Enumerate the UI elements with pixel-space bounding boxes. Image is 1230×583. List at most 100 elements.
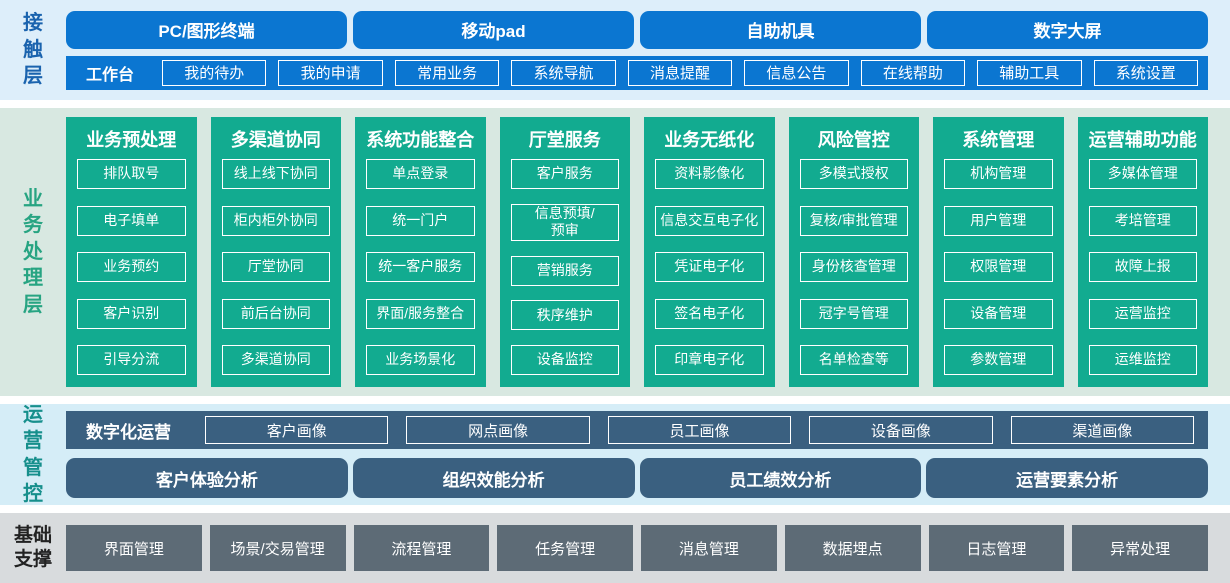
business-item: 签名电子化 <box>655 298 764 329</box>
workbench-item: 系统设置 <box>1093 59 1198 86</box>
business-layer-band: 业务处理层 业务预处理 排队取号 电子填单 业务预约 客户识别 引导分流 多渠道… <box>0 108 1230 396</box>
business-item: 考培管理 <box>1088 205 1197 236</box>
workbench-item: 常用业务 <box>394 59 500 86</box>
business-item: 凭证电子化 <box>655 252 764 282</box>
business-layer-label-col: 业务处理层 <box>0 108 66 396</box>
business-item: 机构管理 <box>944 159 1053 189</box>
operations-band: 运营管控 数字化运营 客户画像 网点画像 员工画像 设备画像 渠道画像 客户体验… <box>0 404 1230 505</box>
terminal-row: PC/图形终端 移动pad 自助机具 数字大屏 <box>66 10 1208 49</box>
business-item: 设备监控 <box>510 345 619 375</box>
terminal-box-bigscreen: 数字大屏 <box>927 10 1208 49</box>
business-layer-label: 业务处理层 <box>23 188 43 316</box>
business-column-title: 运营辅助功能 <box>1088 130 1197 150</box>
business-item: 设备管理 <box>944 298 1053 329</box>
business-item: 排队取号 <box>77 159 186 189</box>
business-item: 多媒体管理 <box>1088 159 1197 189</box>
business-column-ops-aux: 运营辅助功能 多媒体管理 考培管理 故障上报 运营监控 运维监控 <box>1077 117 1208 387</box>
band-divider <box>0 100 1230 108</box>
business-item: 权限管理 <box>944 252 1053 282</box>
business-item: 秩序维护 <box>510 300 619 331</box>
foundation-item-scene-txn-mgmt: 场景/交易管理 <box>209 525 346 571</box>
workbench-item: 我的申请 <box>278 59 383 86</box>
business-item: 故障上报 <box>1088 252 1197 282</box>
business-item: 参数管理 <box>944 345 1053 375</box>
business-item: 客户服务 <box>510 159 619 189</box>
business-column-integration: 系统功能整合 单点登录 统一门户 统一客户服务 界面/服务整合 业务场景化 <box>355 117 486 387</box>
workbench-item: 辅助工具 <box>977 59 1082 86</box>
profile-item-device: 设备画像 <box>809 416 993 444</box>
foundation-items: 界面管理 场景/交易管理 流程管理 任务管理 消息管理 数据埋点 日志管理 异常… <box>66 525 1208 571</box>
business-item: 冠字号管理 <box>799 298 908 329</box>
analysis-box-employee-performance: 员工绩效分析 <box>639 458 922 498</box>
workbench-item: 信息公告 <box>744 59 849 86</box>
foundation-item-process-mgmt: 流程管理 <box>353 525 490 571</box>
foundation-item-exception-handling: 异常处理 <box>1072 525 1208 571</box>
business-item: 信息交互电子化 <box>655 205 764 236</box>
workbench-item: 系统导航 <box>511 59 616 86</box>
business-item: 线上线下协同 <box>221 159 330 189</box>
business-item: 引导分流 <box>77 345 186 375</box>
business-column-hall-service: 厅堂服务 客户服务 信息预填/ 预审 营销服务 秩序维护 设备监控 <box>499 117 630 387</box>
business-column-items: 机构管理 用户管理 权限管理 设备管理 参数管理 <box>941 155 1056 375</box>
band-divider <box>0 396 1230 404</box>
workbench-item: 我的待办 <box>162 59 267 86</box>
business-column-paperless: 业务无纸化 资料影像化 信息交互电子化 凭证电子化 签名电子化 印章电子化 <box>644 117 775 387</box>
foundation-item-task-mgmt: 任务管理 <box>497 525 633 571</box>
digital-ops-bar: 数字化运营 客户画像 网点画像 员工画像 设备画像 渠道画像 <box>66 411 1208 449</box>
business-columns: 业务预处理 排队取号 电子填单 业务预约 客户识别 引导分流 多渠道协同 线上线… <box>66 108 1208 396</box>
business-column-items: 多模式授权 复核/审批管理 身份核查管理 冠字号管理 名单检查等 <box>797 155 912 375</box>
business-column-title: 多渠道协同 <box>230 130 321 150</box>
business-item: 身份核查管理 <box>799 252 908 282</box>
business-item: 电子填单 <box>77 205 186 236</box>
band-divider <box>0 505 1230 513</box>
analysis-box-customer-experience: 客户体验分析 <box>66 458 348 498</box>
business-column-title: 厅堂服务 <box>528 130 601 150</box>
workbench-label: 工作台 <box>86 66 135 84</box>
business-column-items: 单点登录 统一门户 统一客户服务 界面/服务整合 业务场景化 <box>363 155 478 375</box>
profile-item-branch: 网点画像 <box>406 416 590 444</box>
business-column-title: 风险管控 <box>817 130 890 150</box>
touch-layer-label: 接触层 <box>23 12 43 88</box>
business-item: 客户识别 <box>77 298 186 329</box>
touch-layer-content: PC/图形终端 移动pad 自助机具 数字大屏 工作台 我的待办 我的申请 常用… <box>66 0 1208 100</box>
business-item: 界面/服务整合 <box>366 298 475 329</box>
business-column-items: 多媒体管理 考培管理 故障上报 运营监控 运维监控 <box>1086 155 1201 375</box>
touch-layer-label-col: 接触层 <box>0 0 66 100</box>
foundation-band: 基础支撑 界面管理 场景/交易管理 流程管理 任务管理 消息管理 数据埋点 日志… <box>0 513 1230 583</box>
business-item: 统一客户服务 <box>366 252 475 282</box>
workbench-item: 在线帮助 <box>860 59 966 86</box>
digital-ops-label: 数字化运营 <box>86 422 171 442</box>
business-column-items: 线上线下协同 柜内柜外协同 厅堂协同 前后台协同 多渠道协同 <box>219 155 334 375</box>
business-column-risk: 风险管控 多模式授权 复核/审批管理 身份核查管理 冠字号管理 名单检查等 <box>788 117 919 387</box>
analysis-box-org-efficiency: 组织效能分析 <box>352 458 635 498</box>
business-item: 运营监控 <box>1088 298 1197 329</box>
business-column-system-mgmt: 系统管理 机构管理 用户管理 权限管理 设备管理 参数管理 <box>933 117 1064 387</box>
business-item: 印章电子化 <box>655 345 764 375</box>
operations-label-col: 运营管控 <box>0 404 66 505</box>
touch-layer-band: 接触层 PC/图形终端 移动pad 自助机具 数字大屏 工作台 我的待办 我的申… <box>0 0 1230 100</box>
analysis-box-ops-elements: 运营要素分析 <box>926 458 1208 498</box>
business-item: 统一门户 <box>366 205 475 236</box>
foundation-label-col: 基础支撑 <box>0 524 66 572</box>
business-column-multichannel: 多渠道协同 线上线下协同 柜内柜外协同 厅堂协同 前后台协同 多渠道协同 <box>210 117 341 387</box>
foundation-label: 基础支撑 <box>13 525 52 570</box>
business-item: 营销服务 <box>510 255 619 286</box>
business-column-title: 系统功能整合 <box>366 130 475 150</box>
profile-item-customer: 客户画像 <box>205 416 389 444</box>
terminal-box-pad: 移动pad <box>353 10 634 49</box>
business-item: 多模式授权 <box>799 159 908 189</box>
business-column-items: 排队取号 电子填单 业务预约 客户识别 引导分流 <box>74 155 189 375</box>
business-item: 信息预填/ 预审 <box>510 203 619 241</box>
business-item: 多渠道协同 <box>221 345 330 375</box>
terminal-box-pc: PC/图形终端 <box>66 10 347 49</box>
terminal-box-selfservice: 自助机具 <box>640 10 921 49</box>
business-column-title: 系统管理 <box>962 130 1035 150</box>
business-column-items: 资料影像化 信息交互电子化 凭证电子化 签名电子化 印章电子化 <box>652 155 767 375</box>
operations-label: 运营管控 <box>23 403 43 505</box>
business-item: 名单检查等 <box>799 345 908 375</box>
profile-item-employee: 员工画像 <box>607 416 792 444</box>
workbench-bar: 工作台 我的待办 我的申请 常用业务 系统导航 消息提醒 信息公告 在线帮助 辅… <box>66 55 1208 90</box>
business-item: 运维监控 <box>1088 345 1197 375</box>
business-item: 业务预约 <box>77 252 186 282</box>
